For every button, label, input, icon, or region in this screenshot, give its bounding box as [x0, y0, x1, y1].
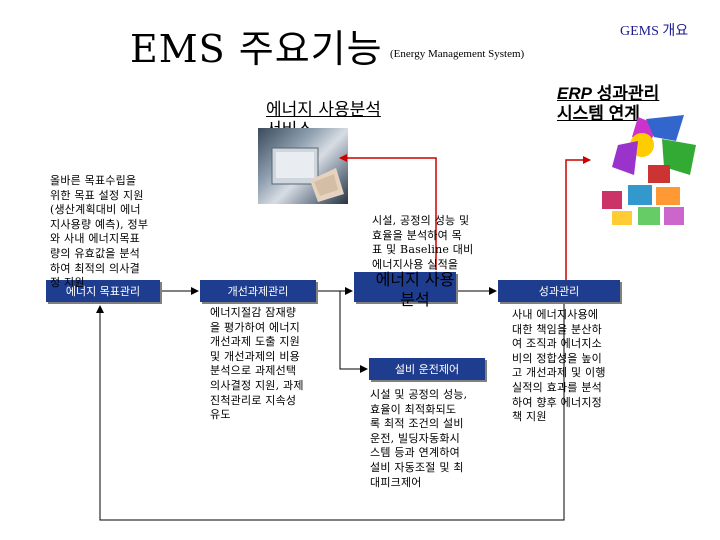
note-improvement: 에너지절감 잠재량 을 평가하여 에너지 개선과제 도출 지원 및 개선과제의 …	[210, 306, 330, 423]
note-line: 량의 유효값을 분석	[50, 246, 140, 260]
note-performance: 사내 에너지사용에 대한 책임을 분산하 여 조직과 에너지소 비의 정합성을 …	[512, 308, 636, 425]
note-line: 고 개선과제 및 이행	[512, 366, 606, 380]
arrow-analysis-to-service	[339, 154, 437, 270]
arrow-to-equipment	[339, 291, 368, 373]
note-line: 운전, 빌딩자동화시	[370, 431, 460, 445]
note-line: 대한 책임을 분산하	[512, 322, 602, 336]
note-line: 실적의 효과를 분석	[512, 380, 602, 394]
note-line: 사내 에너지사용에	[512, 308, 599, 321]
page-title: EMS 주요기능	[130, 27, 383, 71]
erp-illustration-graphic	[602, 115, 696, 225]
note-line: 시설, 공정의 성능 및	[372, 214, 470, 227]
note-energy-target: 올바른 목표수립을 위한 목표 설정 지원 (생산계획대비 에너 지사용량 예측…	[50, 174, 168, 291]
arrow-performance-to-erp	[565, 156, 591, 280]
note-line: 의사결정 지원, 과제	[210, 378, 304, 392]
note-equipment-control: 시설 및 공정의 성능, 효율이 최적화되도 록 최적 조건의 설비 운전, 빌…	[370, 388, 496, 490]
note-line: 에너지절감 잠재량	[210, 306, 297, 319]
note-line: 하여 향후 에너지정	[512, 395, 602, 409]
analysis-service-photo	[258, 128, 348, 204]
erp-title-rest: 성과관리	[591, 84, 660, 103]
box-equipment-control: 설비 운전제어	[369, 358, 485, 380]
note-line: 정 지원	[50, 276, 85, 290]
note-line: 책 지원	[512, 410, 547, 424]
note-line: 에너지사용 실적을	[372, 257, 459, 271]
note-line: 진척관리로 지속성	[210, 393, 297, 407]
erp-link-title: ERP 성과관리 시스템 연계	[557, 84, 659, 124]
page-subtitle: (Energy Management System)	[390, 48, 525, 60]
note-line: 효율을 분석하여 목	[372, 228, 462, 242]
erp-title-line2: 시스템 연계	[557, 104, 640, 123]
note-line: 분석으로 과제선택	[210, 364, 297, 378]
erp-title-erp: ERP	[557, 84, 592, 103]
note-line: 지사용량 예측), 정부	[50, 217, 149, 231]
note-line: 하여 최적의 의사결	[50, 261, 140, 275]
note-line: 개선과제 도출 지원	[210, 335, 300, 349]
note-line: 유도	[210, 408, 231, 422]
box-usage-analysis-label: 에너지 사용 분석	[355, 270, 475, 310]
note-line: 비의 정합성을 높이	[512, 351, 602, 365]
corner-section-label: GEMS 개요	[620, 24, 689, 39]
note-line: 스템 등과 연계하여	[370, 446, 460, 460]
box-performance: 성과관리	[498, 280, 620, 302]
note-line: 을 평가하여 에너지	[210, 320, 300, 334]
note-line: 여 조직과 에너지소	[512, 337, 602, 351]
erp-system-illustration	[598, 115, 698, 227]
analysis-photo-graphic	[271, 147, 344, 202]
arrow-feedback-loop	[96, 304, 565, 521]
note-line: 대피크제어	[370, 475, 422, 489]
box-usage-analysis	[354, 272, 456, 302]
note-line: 올바른 목표수립을	[50, 174, 137, 187]
note-line: 표 및 Baseline 대비	[372, 243, 474, 257]
note-line: (생산계획대비 에너	[50, 203, 141, 217]
note-line: 및 개선과제의 비용	[210, 349, 300, 363]
box-improvement: 개선과제관리	[200, 280, 316, 302]
analysis-service-title-line1: 에너지 사용분석	[266, 100, 381, 120]
note-line: 설비 자동조절 및 최	[370, 460, 464, 474]
note-usage-analysis: 시설, 공정의 성능 및 효율을 분석하여 목 표 및 Baseline 대비 …	[372, 214, 496, 272]
note-line: 시설 및 공정의 성능,	[370, 388, 468, 401]
note-line: 위한 목표 설정 지원	[50, 188, 144, 202]
usage-analysis-line1: 에너지 사용	[375, 270, 455, 289]
box-energy-target: 에너지 목표관리	[46, 280, 160, 302]
note-line: 와 사내 에너지목표	[50, 232, 140, 246]
usage-analysis-line2: 분석	[400, 290, 430, 309]
note-line: 효율이 최적화되도	[370, 402, 457, 416]
note-line: 록 최적 조건의 설비	[370, 417, 464, 431]
